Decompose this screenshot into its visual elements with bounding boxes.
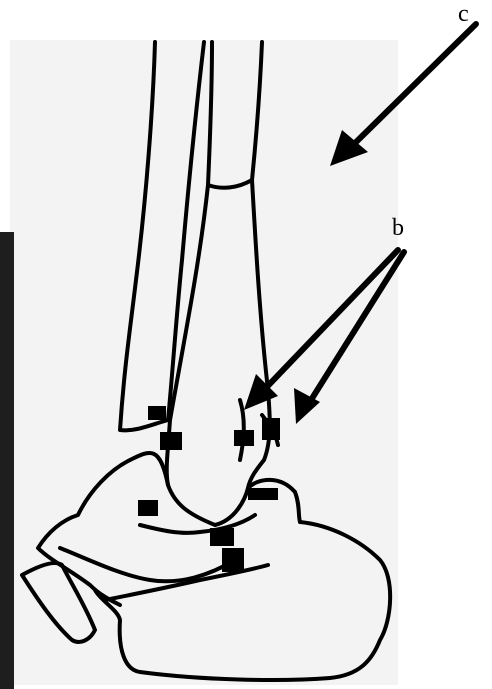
dark-edge-strip xyxy=(0,232,14,689)
fracture-marker xyxy=(248,488,278,500)
fracture-marker xyxy=(148,406,166,420)
fracture-marker xyxy=(138,500,158,516)
fracture-marker xyxy=(234,430,254,446)
fracture-marker xyxy=(160,432,182,450)
fracture-marker xyxy=(222,548,244,572)
label-c: c xyxy=(458,2,469,26)
fracture-marker xyxy=(262,418,280,440)
fracture-marker xyxy=(210,528,234,546)
label-b: b xyxy=(392,216,404,240)
